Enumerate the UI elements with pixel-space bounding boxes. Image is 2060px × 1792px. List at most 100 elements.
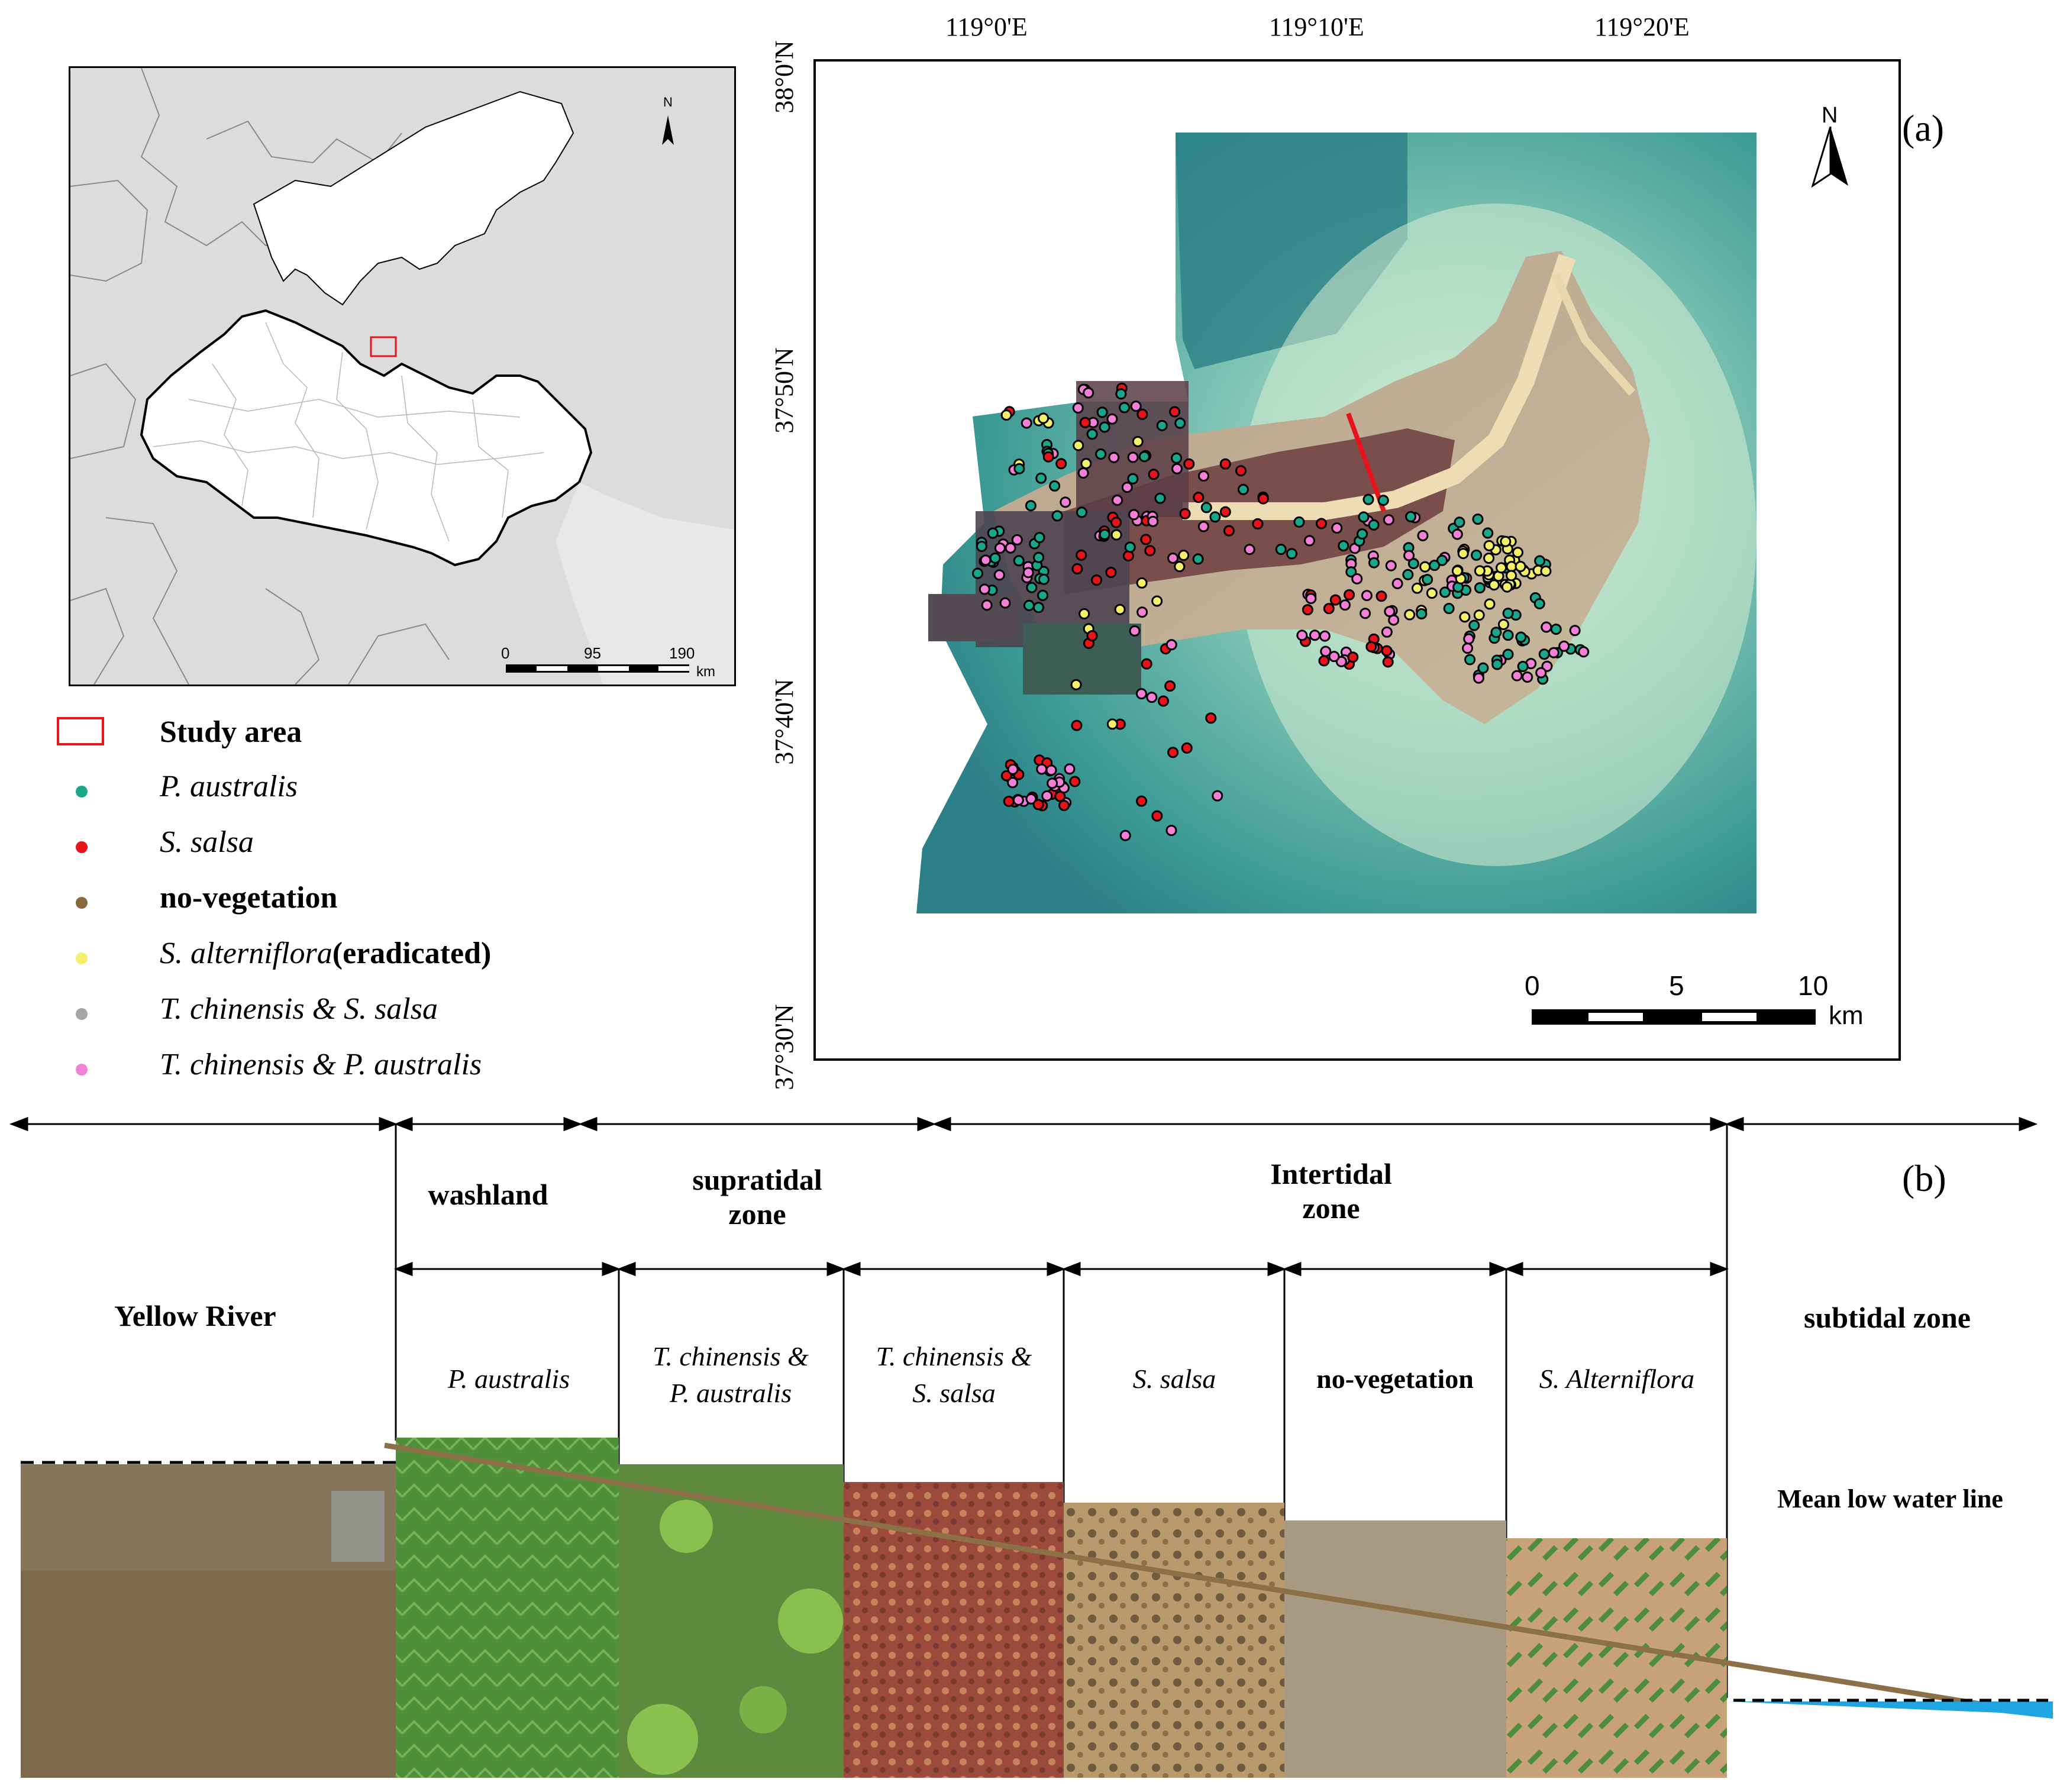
sample-point-174 [1436, 554, 1448, 566]
legend-label-t-chinensis-s-salsa: T. chinensis & S. salsa [160, 992, 438, 1026]
sample-point-136 [1293, 516, 1305, 528]
sample-point-187 [1405, 511, 1417, 522]
sample-point-119 [1105, 566, 1117, 578]
inset-scale-tick-0: 0 [501, 644, 509, 662]
sample-point-92 [1038, 573, 1050, 585]
sample-point-229 [1443, 603, 1455, 615]
sample-point-14 [1013, 463, 1025, 474]
legend-study-area-symbol [57, 717, 104, 745]
sample-point-155 [1377, 495, 1389, 506]
sample-point-97 [980, 554, 992, 566]
sample-point-360 [1506, 570, 1517, 582]
sample-point-90 [1026, 582, 1038, 593]
sample-point-190 [1385, 560, 1397, 571]
sample-point-107 [1164, 680, 1176, 692]
sample-point-153 [1338, 540, 1349, 552]
sample-point-84 [1032, 602, 1044, 614]
legend-label-s-salsa: S. salsa [160, 825, 254, 859]
sample-point-156 [1140, 534, 1152, 545]
sample-point-271 [1463, 633, 1475, 645]
sample-point-154 [1076, 506, 1087, 518]
sample-point-292 [1328, 651, 1340, 663]
sample-point-66 [1183, 458, 1195, 470]
sample-point-207 [1419, 561, 1431, 573]
sample-point-111 [1165, 825, 1177, 837]
lon-tick-0: 119°0'E [945, 12, 1028, 41]
main-scale-bar [1532, 1009, 1816, 1025]
sample-point-22 [1079, 416, 1091, 428]
sample-point-220 [1497, 619, 1509, 631]
sample-point-180 [1383, 514, 1394, 526]
sample-point-25 [1171, 463, 1183, 474]
sample-point-106 [1151, 595, 1163, 607]
sample-point-45 [1049, 480, 1061, 492]
sample-point-367 [1515, 560, 1526, 572]
sample-point-61 [1154, 492, 1166, 504]
legend-label-no-vegetation: no-vegetation [160, 881, 338, 915]
sample-point-263 [1491, 658, 1503, 670]
sample-point-300 [1381, 645, 1393, 657]
sample-point-85 [1037, 589, 1049, 601]
sample-point-63 [1128, 509, 1140, 521]
main-north-arrow-icon [1811, 127, 1848, 188]
legend-dot-s-alterniflora [76, 952, 88, 964]
sample-point-203 [1331, 522, 1343, 534]
sample-point-213 [1411, 582, 1423, 594]
sample-point-102 [1119, 829, 1131, 841]
sample-point-103 [1157, 695, 1169, 707]
main-scale-unit: km [1829, 1001, 1864, 1030]
sample-point-6 [1099, 421, 1110, 433]
sample-point-214 [1484, 598, 1496, 610]
sample-point-67 [1148, 469, 1160, 480]
sample-point-120 [1079, 608, 1090, 620]
inset-scale-tick-2: 190 [669, 644, 695, 662]
sample-point-123 [1091, 574, 1103, 586]
sample-point-113 [1212, 790, 1223, 802]
sample-point-307 [1007, 777, 1019, 789]
sample-point-43 [1055, 458, 1067, 470]
veg-label-t-chinensis-p-australis: T. chinensis & P. australis [653, 1341, 809, 1408]
sample-point-163 [1303, 535, 1315, 547]
sample-point-78 [1034, 532, 1045, 544]
sample-point-124 [1086, 630, 1098, 642]
sample-point-121 [1146, 692, 1158, 703]
mean-low-water-label: Mean low water line [1777, 1484, 2003, 1513]
sample-point-201 [1345, 566, 1357, 578]
sample-point-193 [1439, 586, 1451, 598]
sample-point-139 [1286, 548, 1297, 560]
sample-point-104 [1136, 577, 1148, 589]
sample-point-52 [1127, 473, 1139, 485]
sample-point-301 [1339, 599, 1351, 611]
legend-dot-t-chinensis-s-salsa [76, 1008, 88, 1020]
subtidal-zone-label: subtidal zone [1803, 1301, 1971, 1334]
sample-point-235 [1534, 555, 1546, 567]
sample-point-46 [1025, 500, 1037, 512]
sample-point-138 [1076, 549, 1087, 561]
sample-point-49 [1108, 451, 1120, 463]
profile-svg [9, 1116, 2053, 1778]
inset-north-label: N [663, 95, 673, 109]
sample-point-35 [1060, 496, 1071, 508]
sample-point-282 [1361, 590, 1373, 602]
sample-point-135 [1110, 529, 1122, 541]
sample-point-150 [1144, 545, 1156, 557]
sample-point-256 [1522, 671, 1533, 683]
sample-point-83 [1005, 542, 1016, 554]
zone-label-supratidal: supratidal zone [692, 1163, 822, 1231]
sample-point-297 [1347, 651, 1359, 663]
zone-label-washland: washland [428, 1178, 548, 1211]
sample-point-151 [1192, 553, 1204, 565]
sample-point-29 [1130, 401, 1142, 412]
sample-point-268 [1515, 631, 1527, 643]
veg-label-t-chinensis-s-salsa: T. chinensis & S. salsa [876, 1341, 1032, 1408]
sample-point-185 [1407, 558, 1419, 570]
sample-point-227 [1473, 609, 1485, 621]
sample-point-58 [1209, 511, 1221, 523]
sample-points [971, 382, 1590, 841]
sample-point-330 [1041, 790, 1053, 802]
sample-point-64 [1035, 472, 1047, 484]
sample-point-166 [1315, 518, 1327, 529]
legend-dot-t-chinensis-p-australis [76, 1064, 88, 1076]
legend-label-p-australis: P. australis [160, 770, 298, 803]
sample-point-294 [1382, 656, 1394, 668]
